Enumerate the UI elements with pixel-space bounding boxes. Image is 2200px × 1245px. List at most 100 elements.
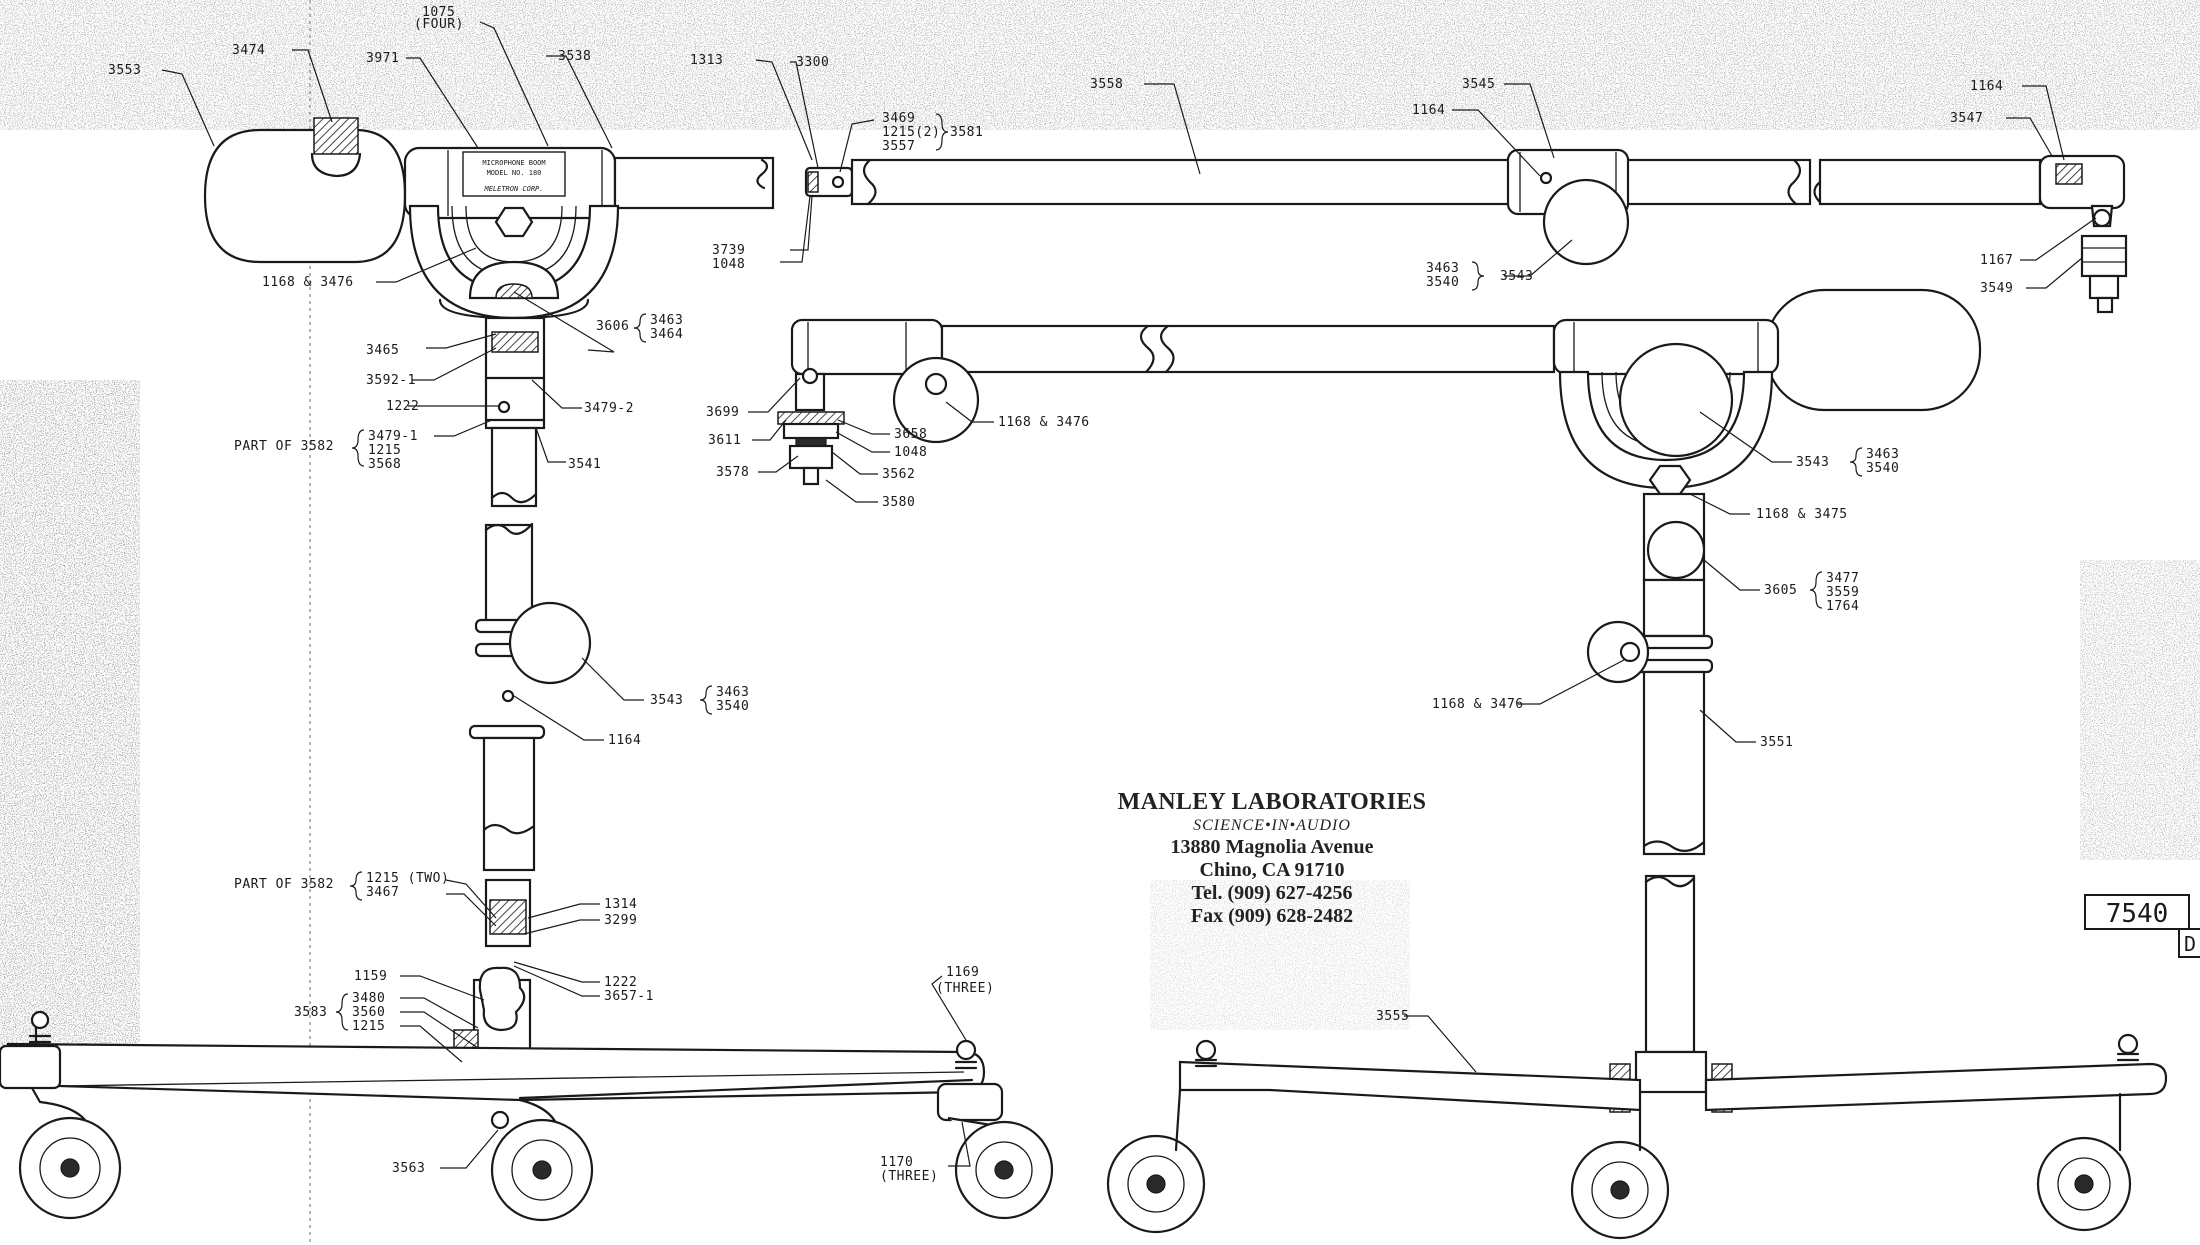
yoke-3606 — [408, 204, 620, 320]
company-street: 13880 Magnolia Avenue — [1170, 836, 1374, 858]
knob-3543-top — [1542, 178, 1630, 266]
callout-3463-c: 3463 — [716, 685, 749, 700]
callout-3657-1: 3657-1 — [604, 989, 654, 1004]
callout-3469: 3469 — [882, 111, 915, 126]
callout-3580: 3580 — [882, 495, 915, 510]
callout-3592-1: 3592-1 — [366, 373, 416, 388]
boom-tube-middle — [940, 324, 1556, 374]
callout-1164-c: 1164 — [608, 733, 641, 748]
leader-lines — [161, 21, 2097, 1169]
callout-1048: 1048 — [712, 257, 745, 272]
callout-3557: 3557 — [882, 139, 915, 154]
callout-3547: 3547 — [1950, 111, 1983, 126]
callout-3543-a: 3543 — [1500, 269, 1533, 284]
callout-1168-3476-b: 1168 & 3476 — [998, 415, 1090, 430]
callout-3562: 3562 — [882, 467, 915, 482]
boom-head-top-left: MICROPHONE BOOM MODEL NO. 180 MELETRON C… — [203, 117, 775, 320]
callout-3605: 3605 — [1764, 583, 1797, 598]
callout-1159: 1159 — [354, 969, 387, 984]
nameplate-line3: MELETRON CORP. — [483, 185, 543, 193]
callout-3480: 3480 — [352, 991, 385, 1006]
callout-3477: 3477 — [1826, 571, 1859, 586]
callout-3463-a: 3463 — [650, 313, 683, 328]
callout-1170-qty: (THREE) — [880, 1169, 938, 1184]
callout-1215-two: 1215 (TWO) — [366, 871, 449, 886]
callout-3551: 3551 — [1760, 735, 1793, 750]
callout-1215-2: 1215(2) — [882, 125, 940, 140]
callout-1169-qty: (THREE) — [936, 981, 994, 996]
callout-3543-c: 3543 — [1796, 455, 1829, 470]
knob-3543-left — [508, 601, 592, 685]
callout-1169: 1169 — [946, 965, 979, 980]
company-tagline: SCIENCE•IN•AUDIO — [1193, 817, 1351, 834]
callout-3540-c: 3540 — [716, 699, 749, 714]
callout-3568: 3568 — [368, 457, 401, 472]
callout-1164-b: 1164 — [1970, 79, 2003, 94]
callout-3540-d: 3540 — [1866, 461, 1899, 476]
drawing-suffix-box: D — [2178, 928, 2200, 958]
column-left — [453, 316, 592, 1091]
callout-1314: 1314 — [604, 897, 637, 912]
callout-1164-a: 1164 — [1412, 103, 1445, 118]
callout-3479-1: 3479-1 — [368, 429, 418, 444]
company-city: Chino, CA 91710 — [1199, 859, 1345, 881]
callout-3541: 3541 — [568, 457, 601, 472]
callout-1048-b: 1048 — [894, 445, 927, 460]
callout-3538: 3538 — [558, 49, 591, 64]
callout-1075-qty: (FOUR) — [414, 17, 464, 32]
callout-3543-b: 3543 — [650, 693, 683, 708]
tube-3555 — [1644, 874, 1696, 1054]
company-fax: Fax (909) 628-2482 — [1190, 905, 1354, 927]
callout-3464: 3464 — [650, 327, 683, 342]
connector-3549 — [2080, 234, 2128, 278]
callout-3465: 3465 — [366, 343, 399, 358]
callout-3474: 3474 — [232, 43, 265, 58]
boom-arm-top — [804, 148, 2128, 314]
callout-3555: 3555 — [1376, 1009, 1409, 1024]
callout-3971: 3971 — [366, 51, 399, 66]
callout-3563: 3563 — [392, 1161, 425, 1176]
callout-1313: 1313 — [690, 53, 723, 68]
callout-3739: 3739 — [712, 243, 745, 258]
scan-grain — [0, 0, 2200, 1080]
drawing-number-box: 7540 — [2084, 894, 2190, 930]
callout-3559: 3559 — [1826, 585, 1859, 600]
callout-3581: 3581 — [950, 125, 983, 140]
callout-3549: 3549 — [1980, 281, 2013, 296]
nameplate-line2: MODEL NO. 180 — [487, 169, 542, 177]
callout-3583: 3583 — [294, 1005, 327, 1020]
callout-1170: 1170 — [880, 1155, 913, 1170]
callout-3463-d: 3463 — [1866, 447, 1899, 462]
callout-1075: 1075 — [422, 5, 455, 20]
callout-labels: 3553 3474 3971 1075 (FOUR) 3538 1313 330… — [108, 5, 2013, 1184]
callout-3299: 3299 — [604, 913, 637, 928]
callout-1222-a: 1222 — [386, 399, 419, 414]
callout-1168-3476-a: 1168 & 3476 — [262, 275, 354, 290]
base-right — [1106, 1033, 2168, 1240]
callout-3553: 3553 — [108, 63, 141, 78]
callout-3606: 3606 — [596, 319, 629, 334]
callout-3699: 3699 — [706, 405, 739, 420]
callout-1215-b: 1215 — [352, 1019, 385, 1034]
callout-1222-b: 1222 — [604, 975, 637, 990]
knob-3605 — [1646, 520, 1706, 580]
knob-3543-right — [1618, 342, 1734, 458]
hex-nut-top-left — [494, 206, 534, 238]
callout-3479-2: 3479-2 — [584, 401, 634, 416]
callout-3463-b: 3463 — [1426, 261, 1459, 276]
callout-1168-3476-c: 1168 & 3476 — [1432, 697, 1524, 712]
tube-3551 — [1642, 670, 1706, 856]
callout-3540-b: 3540 — [1426, 275, 1459, 290]
base-left — [0, 1010, 1054, 1222]
callout-part-of-3582-a: PART OF 3582 — [234, 439, 334, 454]
callout-3545: 3545 — [1462, 77, 1495, 92]
company-address-block: MANLEY LABORATORIES SCIENCE•IN•AUDIO 138… — [1072, 788, 1472, 928]
boom-tube-left — [613, 156, 775, 210]
boom-tube-3558 — [850, 158, 1812, 206]
callout-3560: 3560 — [352, 1005, 385, 1020]
callout-part-of-3582-b: PART OF 3582 — [234, 877, 334, 892]
callout-1167: 1167 — [1980, 253, 2013, 268]
callout-3300: 3300 — [796, 55, 829, 70]
tube-3541 — [484, 523, 534, 627]
